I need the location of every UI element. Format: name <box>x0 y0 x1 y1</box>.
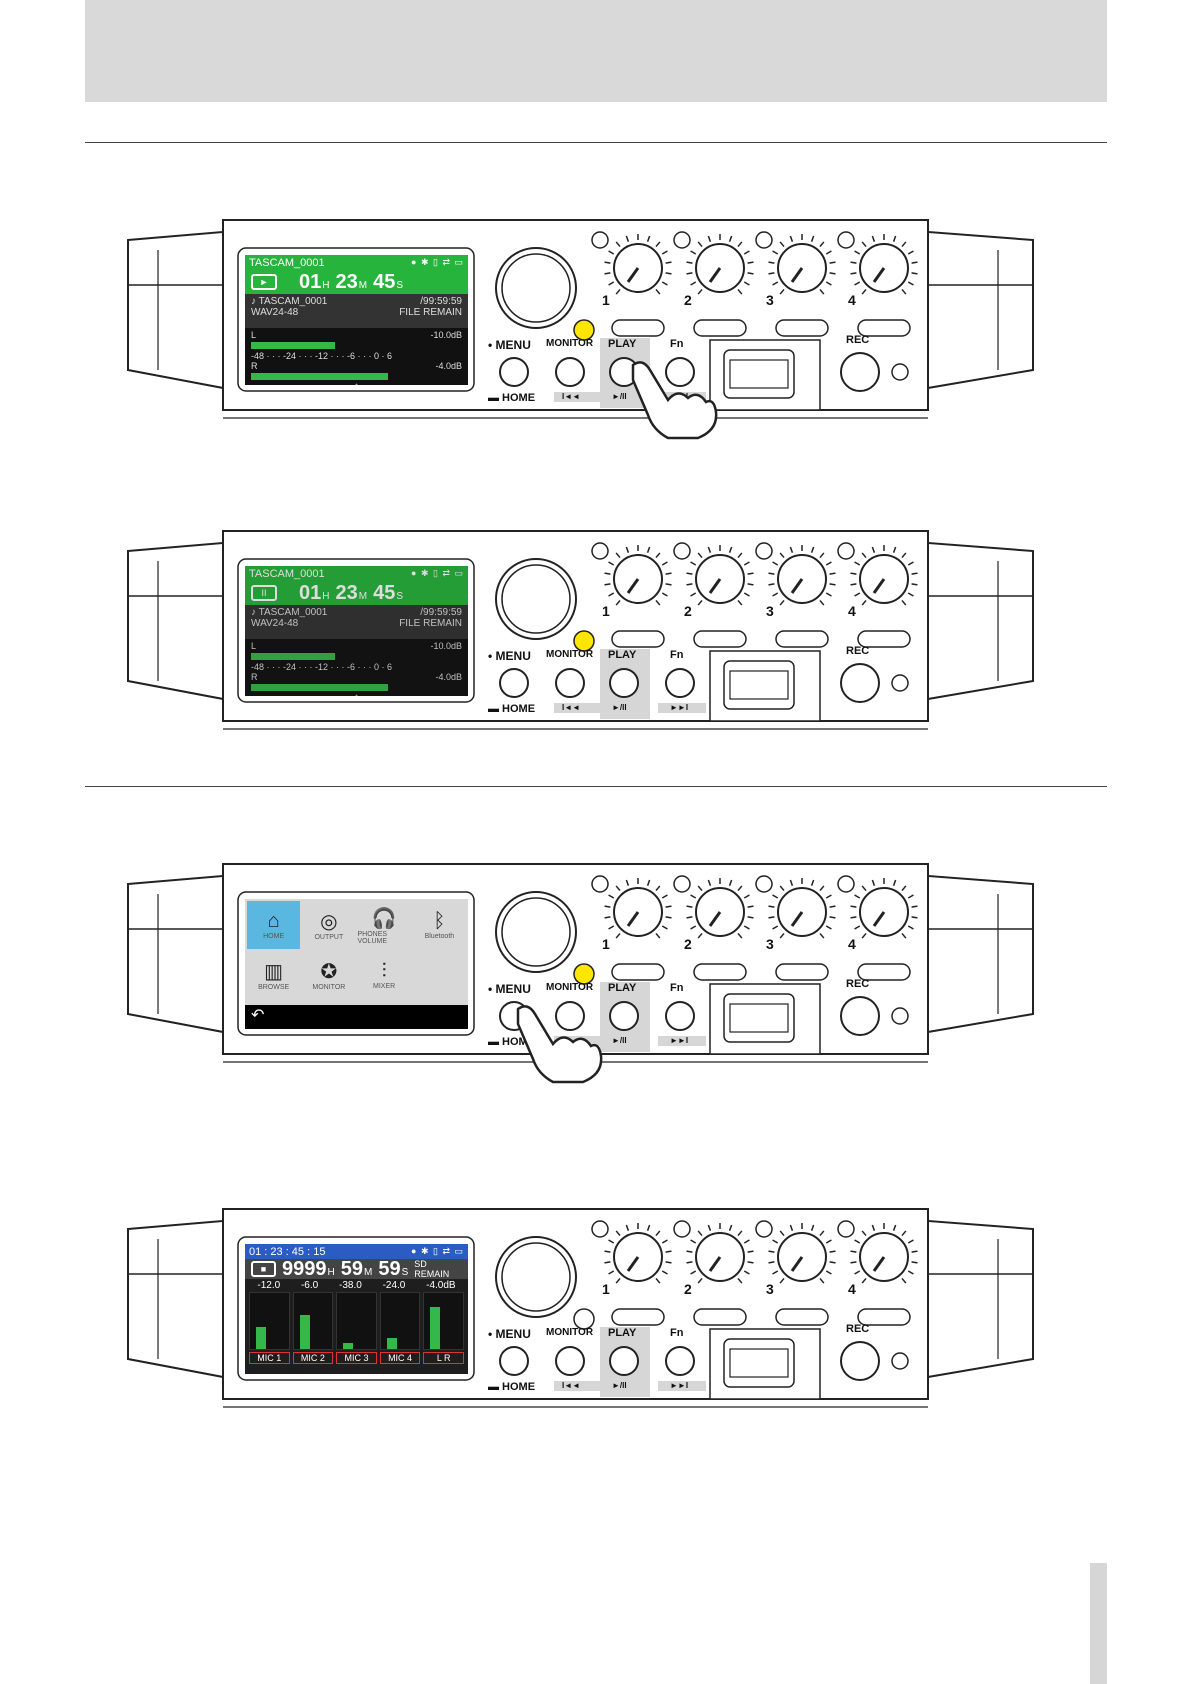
play-sub-label: ►/II <box>612 1036 627 1045</box>
fn-label: Fn <box>670 1327 684 1339</box>
monitor-sub-label: I◄◄ <box>562 703 581 712</box>
pointing-hand-icon <box>631 361 718 440</box>
fn-label: Fn <box>670 649 684 661</box>
menu-label: • MENU <box>488 338 531 352</box>
channel-1-label: 1 <box>602 1281 610 1297</box>
menu-label: • MENU <box>488 1327 531 1341</box>
section-rule <box>85 142 1107 143</box>
monitor-sub-label: I◄◄ <box>562 392 581 401</box>
fn-label: Fn <box>670 982 684 994</box>
recorder-device: 1 2 3 4 • MENU ▬ HOME MONITOR PLAY Fn REC I◄◄ ►/II ►… <box>118 1199 1038 1419</box>
channel-4-label: 4 <box>848 1281 856 1297</box>
channel-3-label: 3 <box>766 603 774 619</box>
rec-label: REC <box>846 1323 870 1335</box>
monitor-label: MONITOR <box>546 338 594 349</box>
channel-4-label: 4 <box>848 603 856 619</box>
channel-2-label: 2 <box>684 603 692 619</box>
rec-label: REC <box>846 978 870 990</box>
play-label: PLAY <box>608 982 637 994</box>
play-label: PLAY <box>608 1327 637 1339</box>
home-label: ▬ HOME <box>488 703 536 715</box>
home-label: ▬ HOME <box>488 392 536 404</box>
channel-1-label: 1 <box>602 603 610 619</box>
rec-label: REC <box>846 334 870 346</box>
monitor-label: MONITOR <box>546 1327 594 1338</box>
pointing-hand-icon <box>516 1005 603 1084</box>
play-sub-label: ►/II <box>612 1381 627 1390</box>
channel-1-label: 1 <box>602 292 610 308</box>
play-label: PLAY <box>608 649 637 661</box>
fn-sub-label: ►►I <box>670 703 689 712</box>
monitor-sub-label: I◄◄ <box>562 1381 581 1390</box>
channel-3-label: 3 <box>766 936 774 952</box>
channel-3-label: 3 <box>766 1281 774 1297</box>
channel-4-label: 4 <box>848 936 856 952</box>
monitor-label: MONITOR <box>546 982 594 993</box>
rec-label: REC <box>846 645 870 657</box>
channel-2-label: 2 <box>684 1281 692 1297</box>
page-side-tab <box>1090 1563 1107 1684</box>
section-rule <box>85 786 1107 787</box>
fn-label: Fn <box>670 338 684 350</box>
play-sub-label: ►/II <box>612 703 627 712</box>
channel-2-label: 2 <box>684 292 692 308</box>
fn-sub-label: ►►I <box>670 1036 689 1045</box>
play-sub-label: ►/II <box>612 392 627 401</box>
play-label: PLAY <box>608 338 637 350</box>
home-label: ▬ HOME <box>488 1381 536 1393</box>
fn-sub-label: ►►I <box>670 1381 689 1390</box>
menu-label: • MENU <box>488 649 531 663</box>
channel-1-label: 1 <box>602 936 610 952</box>
recorder-device: 1 2 3 4 • MENU ▬ HOME MONITOR PLAY Fn REC I◄◄ ►/II ►… <box>118 521 1038 741</box>
channel-3-label: 3 <box>766 292 774 308</box>
monitor-label: MONITOR <box>546 649 594 660</box>
header-band <box>85 0 1107 102</box>
menu-label: • MENU <box>488 982 531 996</box>
channel-4-label: 4 <box>848 292 856 308</box>
channel-2-label: 2 <box>684 936 692 952</box>
